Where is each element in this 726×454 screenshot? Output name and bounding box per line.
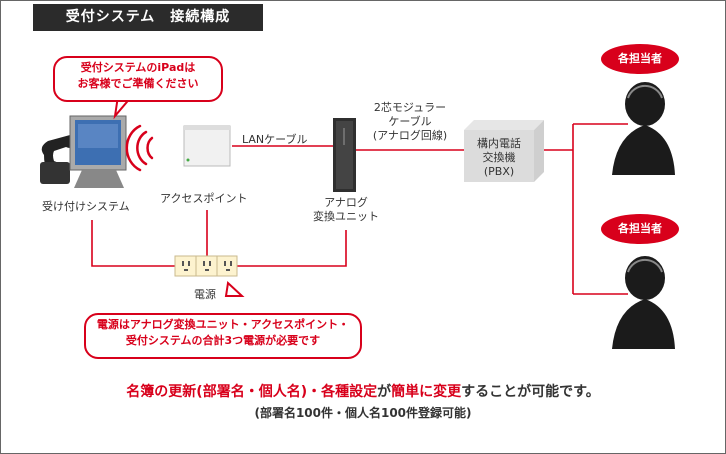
modular-label-line1: 2芯モジュラー xyxy=(373,101,447,114)
message-part-4: が xyxy=(377,384,392,400)
adapter-label-line2: 変換ユニット xyxy=(313,210,379,223)
registration-limit-note: (部署名100件・個人名100件登録可能) xyxy=(254,406,472,420)
power-note-line2: 受付システムの合計3つ電源が必要です xyxy=(125,334,321,347)
pbx-label-line1: 構内電話 xyxy=(477,137,521,150)
staff-1-label: 各担当者 xyxy=(601,44,679,74)
access-point-label: アクセスポイント xyxy=(160,192,248,205)
message-part-1: 名簿の更新(部署名・個人名) xyxy=(126,384,308,400)
modular-cable-label: 2芯モジュラー ケーブル (アナログ回線) xyxy=(368,101,452,143)
modular-label-line2: ケーブル xyxy=(388,115,432,128)
reception-system-icon xyxy=(40,115,127,188)
staff-2-label: 各担当者 xyxy=(601,214,679,244)
reception-system-label: 受け付けシステム xyxy=(42,200,130,213)
staff-1-icon xyxy=(612,82,675,175)
wifi-icon xyxy=(125,124,154,172)
access-point-icon xyxy=(183,125,231,167)
message-part-5: 簡単に変更 xyxy=(391,384,462,400)
power-line-reception xyxy=(91,220,175,267)
ipad-note-bubble: 受付システムのiPadは お客様でご準備ください xyxy=(53,56,223,102)
ipad-note-line2: お客様でご準備ください xyxy=(77,77,199,90)
pbx-label: 構内電話 交換機 (PBX) xyxy=(464,137,534,179)
connection-lines xyxy=(91,123,628,295)
modular-label-line3: (アナログ回線) xyxy=(372,129,448,142)
feature-message: 名簿の更新(部署名・個人名)・各種設定が簡単に変更することが可能です。 xyxy=(0,381,726,401)
ipad-note-line1: 受付システムのiPadは xyxy=(80,61,196,74)
power-line-adapter xyxy=(237,230,347,267)
power-strip-icon xyxy=(174,255,238,277)
power-note-line1: 電源はアナログ変換ユニット・アクセスポイント・ xyxy=(96,318,350,331)
lan-cable-label: LANケーブル xyxy=(242,133,308,146)
pbx-label-line3: (PBX) xyxy=(483,165,515,178)
analog-adapter-label: アナログ 変換ユニット xyxy=(304,196,388,224)
adapter-label-line1: アナログ xyxy=(324,196,368,209)
message-part-6: することが可能です。 xyxy=(461,384,600,400)
analog-adapter-icon xyxy=(333,118,356,192)
power-label: 電源 xyxy=(194,288,216,301)
bubble-power-tail xyxy=(224,280,245,297)
pbx-label-line2: 交換機 xyxy=(482,151,516,164)
staff-2-icon xyxy=(612,256,675,349)
message-part-3: 各種設定 xyxy=(321,384,378,400)
page-title: 受付システム 接続構成 xyxy=(33,4,263,31)
pbx-icon xyxy=(464,120,544,182)
message-part-2: ・ xyxy=(307,384,322,400)
power-note-bubble: 電源はアナログ変換ユニット・アクセスポイント・ 受付システムの合計3つ電源が必要… xyxy=(84,313,362,359)
